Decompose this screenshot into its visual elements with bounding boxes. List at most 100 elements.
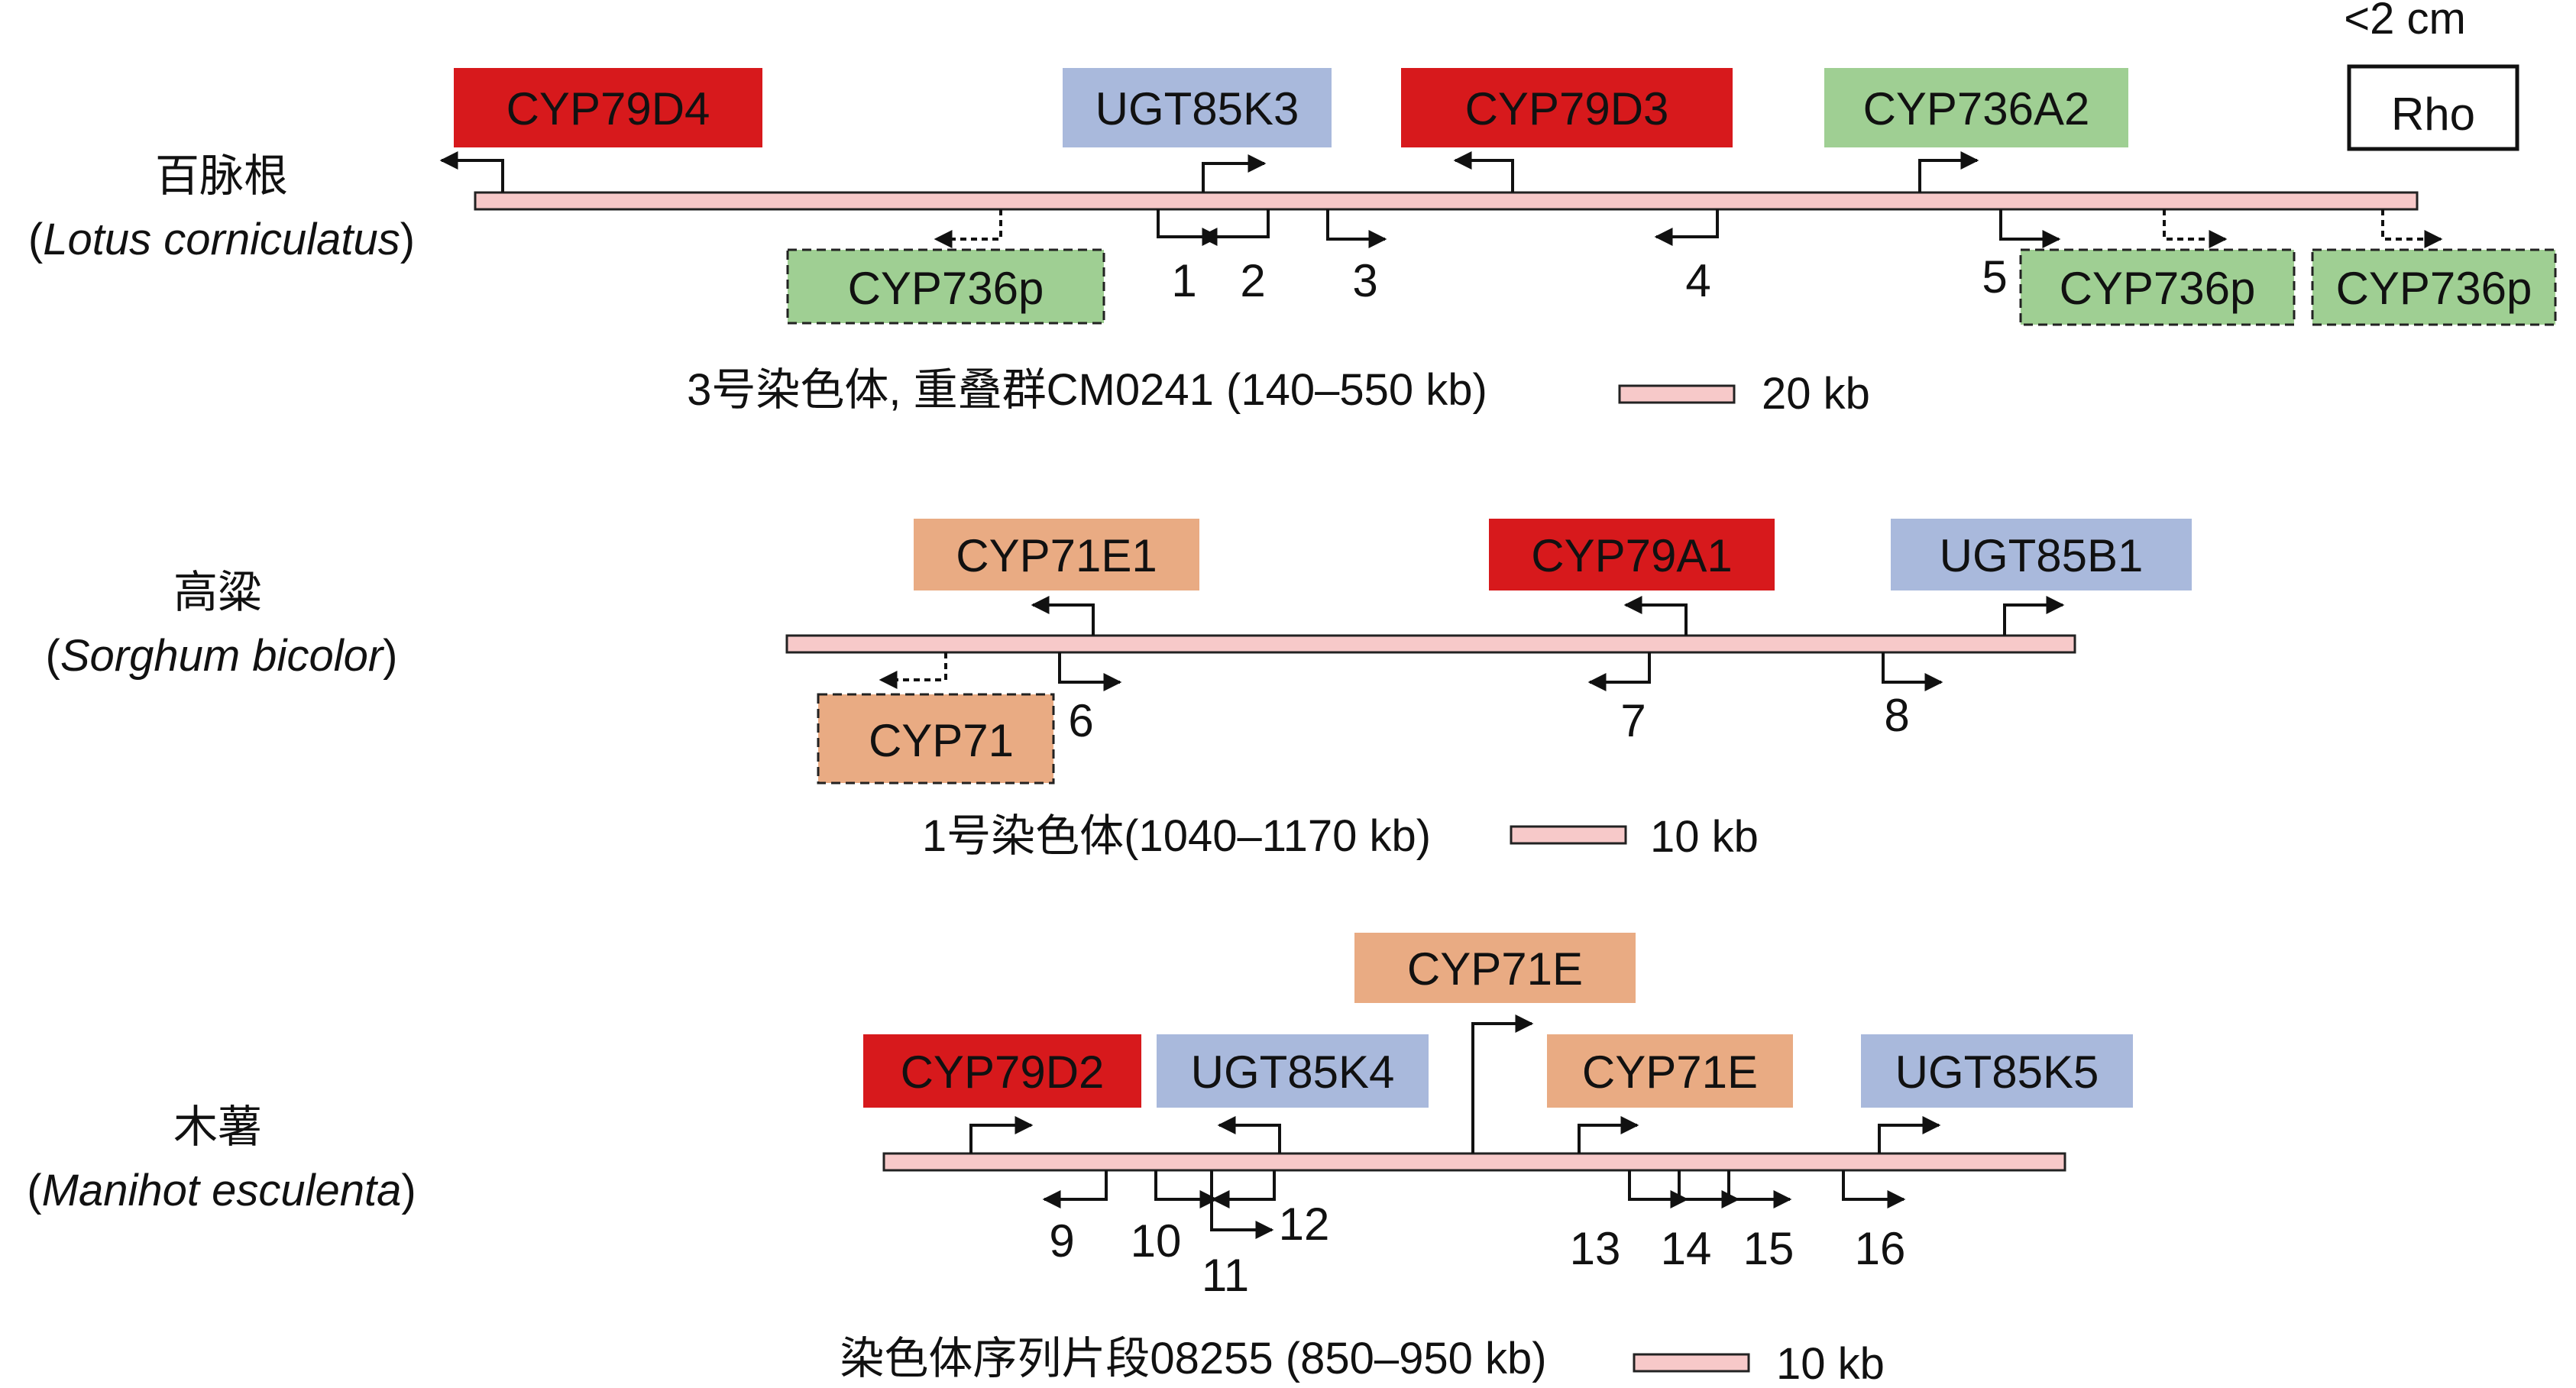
gene-label-cyp71e1: CYP71E1 [956, 530, 1157, 581]
orf-number: 1 [1171, 255, 1196, 306]
gene-label-cyp79a1: CYP79A1 [1531, 530, 1733, 581]
scale-bar-lotus [1618, 384, 1736, 404]
gene-label-ugt85k3: UGT85K3 [1095, 83, 1299, 134]
tss-arrow-orf-9 [1042, 1170, 1108, 1208]
tss-arrow-orf-8 [1882, 652, 1943, 691]
chromosome-bar-cassava [882, 1152, 2066, 1172]
region-label-cassava: 染色体序列片段08255 (850–950 kb) [840, 1334, 1546, 1383]
orf-number: 15 [1743, 1223, 1794, 1274]
gene-box-cyp79d3 [1401, 68, 1733, 147]
region-label-sorghum: 1号染色体(1040–1170 kb) [922, 811, 1431, 861]
tss-arrow-cyp71e-top [1471, 1014, 1534, 1153]
gene-box-cyp71e1 [914, 519, 1199, 590]
tss-arrow-orf-4 [1654, 209, 1719, 246]
tss-arrow-orf-14 [1678, 1170, 1740, 1208]
gene-label-ugt85b1: UGT85B1 [1940, 530, 2144, 581]
tss-arrow-cyp736p-3 [2381, 209, 2443, 248]
scale-corner-label: <2 cm [2344, 0, 2466, 44]
tss-arrow-orf-7 [1587, 652, 1651, 691]
orf-number: 2 [1240, 255, 1265, 306]
scale-label-sorghum: 10 kb [1650, 812, 1759, 862]
gene-box-cyp736p-3 [2311, 248, 2557, 326]
orf-number: 9 [1049, 1215, 1074, 1267]
tss-arrow-ugt85k5 [1878, 1116, 1941, 1153]
species-latin-cassava: (Manihot esculenta) [27, 1166, 416, 1215]
scale-bar-cassava [1633, 1353, 1750, 1373]
gene-label-cyp736p-1: CYP736p [848, 263, 1044, 314]
gene-label-cyp71e-top: CYP71E [1407, 943, 1583, 995]
orf-number: 11 [1202, 1250, 1249, 1301]
gene-label-cyp71-pseudo: CYP71 [869, 715, 1014, 766]
orf-number: 3 [1352, 255, 1377, 306]
tss-arrow-cyp736p-2 [2163, 209, 2228, 248]
orf-number: 10 [1131, 1215, 1182, 1267]
panel-sorghum: 高粱 (Sorghum bicolor) CYP71E1 CYP79A1 UGT… [46, 519, 2192, 862]
tss-arrow-cyp736p-1 [934, 209, 1002, 248]
gene-label-cyp71e-mid: CYP71E [1582, 1047, 1758, 1098]
scale-bar-sorghum [1510, 825, 1627, 845]
gene-box-cyp79d4 [454, 68, 762, 147]
tss-arrow-cyp71e1 [1031, 596, 1095, 636]
species-latin-lotus: (Lotus corniculatus) [28, 215, 415, 264]
tss-arrow-orf-5 [1999, 209, 2061, 248]
gene-box-cyp71-pseudo [817, 693, 1055, 785]
chromosome-bar-sorghum [785, 634, 2076, 654]
gene-box-cyp79a1 [1489, 519, 1775, 590]
gene-box-ugt85k5 [1861, 1034, 2133, 1108]
tss-arrow-orf-6 [1058, 652, 1122, 691]
orf-number: 6 [1068, 695, 1093, 746]
rho-box [2347, 64, 2519, 151]
tss-arrow-cyp71-pseudo [879, 652, 947, 689]
chromosome-bar-lotus [474, 191, 2419, 211]
orf-number: 12 [1279, 1199, 1330, 1250]
tss-arrow-cyp736a2 [1918, 151, 1979, 193]
orf-number: 5 [1982, 251, 2007, 303]
tss-arrow-orf-15 [1727, 1170, 1792, 1208]
panel-cassava: 木薯 (Manihot esculenta) CYP79D2 UGT85K4 C… [27, 933, 2133, 1388]
tss-arrow-orf-13 [1628, 1170, 1689, 1208]
gene-label-ugt85k5: UGT85K5 [1895, 1047, 2099, 1098]
tss-arrow-orf-16 [1842, 1170, 1906, 1208]
tss-arrow-orf-12 [1211, 1170, 1276, 1208]
gene-box-ugt85k4 [1157, 1034, 1429, 1108]
tss-arrow-orf-3 [1326, 209, 1387, 248]
tss-arrow-cyp71e-mid [1578, 1116, 1639, 1153]
orf-number: 14 [1661, 1223, 1712, 1274]
gene-label-cyp79d3: CYP79D3 [1465, 83, 1669, 134]
tss-arrow-orf-11 [1210, 1170, 1274, 1239]
species-cn-sorghum: 高粱 [173, 568, 262, 617]
orf-number: 16 [1855, 1223, 1906, 1274]
gene-label-cyp79d4: CYP79D4 [506, 83, 710, 134]
gene-box-cyp736a2 [1824, 68, 2128, 147]
orf-number: 13 [1570, 1223, 1621, 1274]
tss-arrow-ugt85k4 [1217, 1116, 1281, 1153]
tss-arrow-ugt85b1 [2003, 596, 2065, 636]
orf-number: 7 [1620, 695, 1646, 746]
gene-label-ugt85k4: UGT85K4 [1191, 1047, 1395, 1098]
scale-label-cassava: 10 kb [1776, 1339, 1885, 1388]
gene-label-cyp736p-3: CYP736p [2336, 263, 2532, 314]
scale-label-lotus: 20 kb [1762, 369, 1870, 419]
species-cn-cassava: 木薯 [173, 1102, 262, 1152]
tss-arrow-cyp79d4 [439, 151, 504, 193]
species-cn-lotus: 百脉根 [155, 151, 288, 201]
gene-box-ugt85k3 [1063, 68, 1332, 147]
tss-arrow-ugt85k3 [1202, 154, 1267, 193]
gene-box-cyp736p-1 [786, 248, 1105, 325]
orf-number: 4 [1685, 255, 1710, 306]
species-latin-sorghum: (Sorghum bicolor) [46, 631, 398, 681]
tss-arrow-cyp79a1 [1623, 596, 1688, 636]
gene-box-cyp71e-mid [1547, 1034, 1793, 1108]
tss-arrow-cyp79d2 [969, 1116, 1034, 1153]
orf-number: 8 [1884, 690, 1909, 741]
gene-box-cyp736p-2 [2019, 248, 2296, 326]
panel-lotus: 百脉根 (Lotus corniculatus) CYP79D4 UGT85K3… [28, 68, 2557, 419]
gene-box-cyp71e-top [1354, 933, 1636, 1003]
tss-arrow-orf-10 [1154, 1170, 1218, 1208]
gene-box-ugt85b1 [1891, 519, 2192, 590]
region-label-lotus: 3号染色体, 重叠群CM0241 (140–550 kb) [687, 365, 1487, 415]
tss-arrow-orf-1 [1157, 209, 1221, 246]
rho-box-label: Rho [2391, 89, 2475, 140]
